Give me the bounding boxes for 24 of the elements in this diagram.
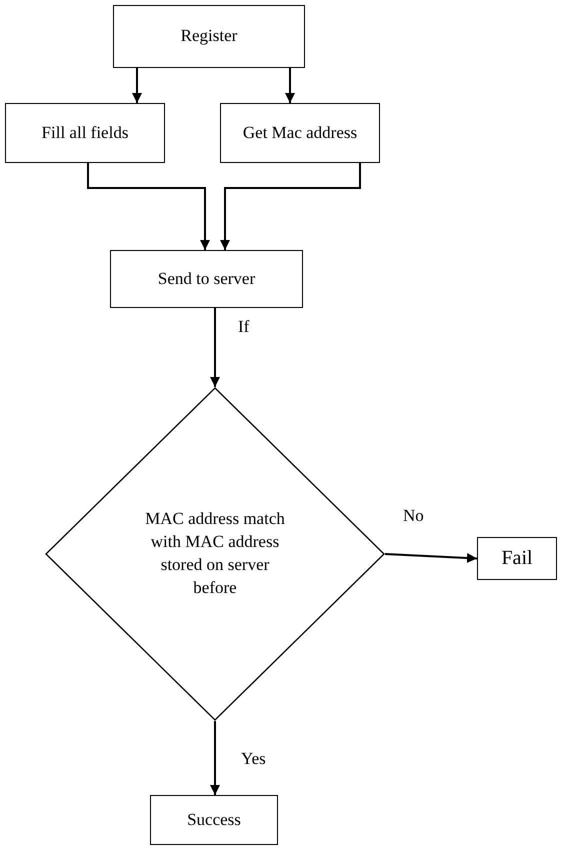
node-text: Success — [187, 808, 241, 831]
node-text: MAC address match with MAC address stored on server before — [145, 508, 285, 599]
node-text: Fail — [501, 546, 533, 571]
edge-label: If — [237, 318, 250, 335]
arrow — [132, 68, 142, 103]
node-text: Register — [180, 25, 238, 48]
process-box — [5, 103, 165, 163]
process-box — [477, 537, 557, 580]
edge-label: Yes — [240, 750, 267, 767]
process-box — [220, 103, 380, 163]
process-box — [113, 5, 305, 68]
node-text: Get Mac address — [242, 122, 358, 144]
node-text: Fill all fields — [42, 122, 128, 144]
edge-label: No — [402, 507, 425, 524]
arrow — [384, 553, 478, 563]
node-text: Send to server — [158, 268, 256, 290]
decision-diamond — [45, 387, 385, 721]
arrow — [220, 163, 361, 250]
arrow — [87, 163, 210, 250]
process-box — [110, 250, 303, 308]
arrow — [210, 721, 220, 795]
process-box — [150, 795, 278, 845]
arrow — [285, 68, 295, 103]
arrow — [210, 308, 220, 387]
